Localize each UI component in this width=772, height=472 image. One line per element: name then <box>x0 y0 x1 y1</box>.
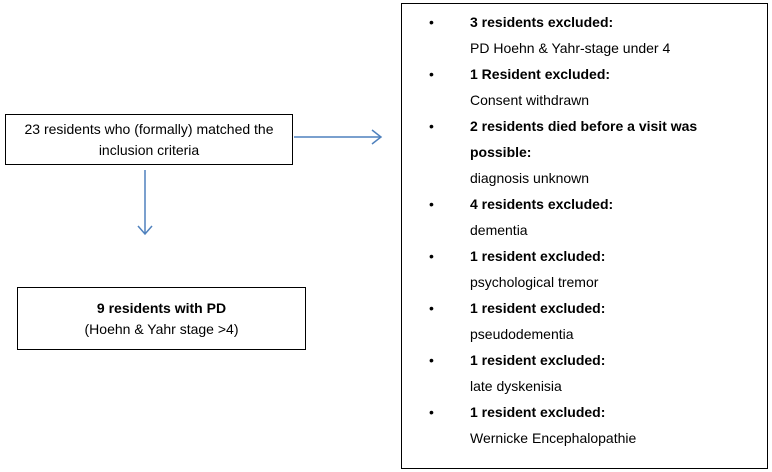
exclusion-heading: 1 resident excluded: <box>470 300 606 316</box>
start-box-line1: 23 residents who (formally) matched the <box>24 120 274 137</box>
arrow-to-result <box>137 170 153 236</box>
bullet-icon: • <box>429 118 434 134</box>
exclusion-detail: PD Hoehn & Yahr-stage under 4 <box>470 40 671 56</box>
exclusion-detail: late dyskenisia <box>470 378 562 394</box>
exclusions-list: • 3 residents excluded: PD Hoehn & Yahr-st… <box>402 9 767 451</box>
bullet-icon: • <box>429 352 434 368</box>
exclusion-detail: Consent withdrawn <box>470 92 590 108</box>
exclusion-detail: diagnosis unknown <box>470 170 590 186</box>
exclusion-item: • 1 resident excluded: pseudodementia <box>402 295 767 347</box>
exclusion-heading: 1 resident excluded: <box>470 352 606 368</box>
exclusion-item: • 4 residents excluded: dementia <box>402 191 767 243</box>
result-box-title: 9 residents with PD <box>96 299 227 316</box>
bullet-icon: • <box>429 196 434 212</box>
start-box-line2: inclusion criteria <box>98 141 200 158</box>
exclusion-item: • 2 residents died before a visit was pos… <box>402 113 767 191</box>
exclusion-detail: pseudodementia <box>470 326 574 342</box>
exclusion-item: • 1 resident excluded: psychological tremo… <box>402 243 767 295</box>
exclusion-item: • 3 residents excluded: PD Hoehn & Yahr-st… <box>402 9 767 61</box>
arrow-to-exclusions <box>294 129 383 145</box>
exclusion-item: • 1 Resident excluded: Consent withdrawn <box>402 61 767 113</box>
result-box: 9 residents with PD (Hoehn & Yahr stage … <box>17 287 306 350</box>
exclusion-item: • 1 resident excluded: late dyskenisia <box>402 347 767 399</box>
exclusions-box: • 3 residents excluded: PD Hoehn & Yahr-st… <box>401 3 768 469</box>
start-box: 23 residents who (formally) matched the … <box>5 114 293 165</box>
exclusion-item: • 1 resident excluded: Wernicke Encephalop… <box>402 399 767 451</box>
bullet-icon: • <box>429 248 434 264</box>
exclusion-detail: psychological tremor <box>470 274 599 290</box>
bullet-icon: • <box>429 66 434 82</box>
exclusion-heading: 1 Resident excluded: <box>470 66 611 82</box>
exclusion-detail: Wernicke Encephalopathie <box>470 430 637 446</box>
exclusion-heading: 1 resident excluded: <box>470 404 606 420</box>
exclusion-detail: dementia <box>470 222 528 238</box>
exclusion-heading: 2 residents died before a visit was poss… <box>470 118 698 160</box>
result-box-subtitle: (Hoehn & Yahr stage >4) <box>84 320 239 337</box>
bullet-icon: • <box>429 14 434 30</box>
exclusion-heading: 1 resident excluded: <box>470 248 606 264</box>
exclusion-heading: 4 residents excluded: <box>470 196 614 212</box>
bullet-icon: • <box>429 404 434 420</box>
exclusion-heading: 3 residents excluded: <box>470 14 614 30</box>
bullet-icon: • <box>429 300 434 316</box>
